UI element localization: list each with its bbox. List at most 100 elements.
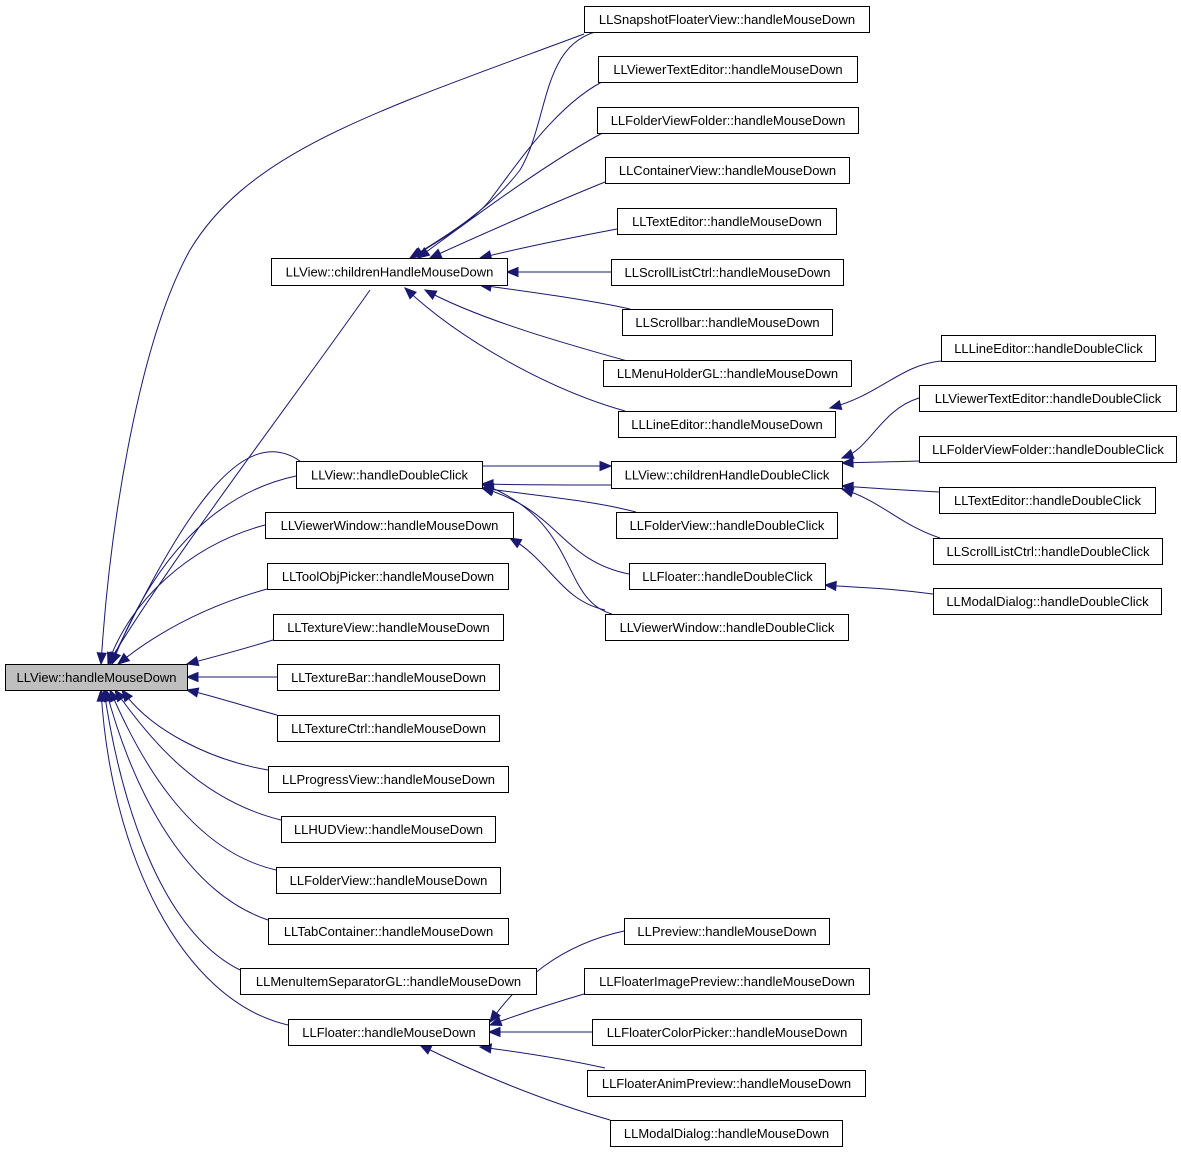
arrowhead-icon — [487, 1026, 501, 1038]
edge-line — [841, 488, 941, 539]
node-cvMD[interactable]: LLContainerView::handleMouseDown — [605, 157, 850, 184]
node-box — [933, 538, 1163, 565]
edge-fipMD-to-flMD — [488, 993, 585, 1026]
node-box — [618, 411, 836, 438]
node-fcpMD[interactable]: LLFloaterColorPicker::handleMouseDown — [592, 1019, 862, 1046]
edge-line — [109, 689, 277, 871]
node-box — [296, 461, 483, 489]
edge-vwDC-to-vwMD — [508, 537, 606, 611]
node-misMD[interactable]: LLMenuItemSeparatorGL::handleMouseDown — [240, 968, 537, 995]
node-box — [276, 867, 501, 894]
edge-line — [489, 993, 585, 1026]
node-box — [265, 512, 514, 539]
edge-tcMD-to-root — [185, 687, 278, 716]
node-vDC[interactable]: LLView::handleDoubleClick — [296, 461, 483, 489]
node-tcMD[interactable]: LLTextureCtrl::handleMouseDown — [277, 715, 500, 742]
node-vwDC[interactable]: LLViewerWindow::handleDoubleClick — [605, 614, 849, 641]
node-teDC[interactable]: LLTextEditor::handleDoubleClick — [939, 487, 1156, 514]
edge-line — [419, 1044, 611, 1121]
node-prMD[interactable]: LLPreview::handleMouseDown — [624, 918, 830, 945]
edge-line — [424, 289, 632, 363]
edge-line — [481, 483, 613, 615]
node-label: LLFolderView::handleMouseDown — [290, 873, 488, 888]
edge-line — [186, 639, 274, 665]
node-vteDC[interactable]: LLViewerTextEditor::handleDoubleClick — [919, 385, 1177, 412]
edge-line — [479, 1046, 606, 1069]
node-leDC[interactable]: LLLineEditor::handleDoubleClick — [941, 335, 1156, 362]
edge-mhMD-to-chMD — [423, 289, 632, 363]
node-label: LLFloaterImagePreview::handleMouseDown — [599, 974, 855, 989]
node-tvMD[interactable]: LLTextureView::handleMouseDown — [273, 614, 504, 641]
node-hudMD[interactable]: LLHUDView::handleMouseDown — [281, 816, 496, 843]
node-box — [629, 563, 826, 590]
node-box — [617, 208, 837, 235]
edge-chDC-to-vDC — [480, 479, 612, 490]
node-mdDC[interactable]: LLModalDialog::handleDoubleClick — [933, 588, 1162, 615]
arrowhead-icon — [488, 1016, 503, 1026]
node-box — [605, 614, 849, 641]
node-box — [941, 335, 1156, 362]
edge-line — [429, 179, 611, 259]
node-flMD[interactable]: LLFloater::handleMouseDown — [288, 1019, 490, 1046]
arrowhead-icon — [840, 487, 855, 498]
edge-cvMD-to-chMD — [428, 179, 611, 259]
node-sbMD[interactable]: LLScrollbar::handleMouseDown — [622, 309, 833, 336]
edge-snapMD-to-root — [96, 33, 585, 666]
node-label: LLViewerWindow::handleDoubleClick — [620, 620, 835, 635]
node-box — [598, 56, 858, 83]
node-mhMD[interactable]: LLMenuHolderGL::handleMouseDown — [603, 360, 852, 387]
node-leMD[interactable]: LLLineEditor::handleMouseDown — [618, 411, 836, 438]
node-label: LLLineEditor::handleMouseDown — [631, 417, 823, 432]
node-fvfDC[interactable]: LLFolderViewFolder::handleDoubleClick — [919, 436, 1177, 463]
edge-line — [109, 451, 301, 665]
arrowhead-icon — [116, 652, 131, 665]
node-tbMD[interactable]: LLTextureBar::handleMouseDown — [277, 664, 500, 691]
node-slcDC[interactable]: LLScrollListCtrl::handleDoubleClick — [933, 538, 1163, 565]
node-label: LLModalDialog::handleMouseDown — [624, 1126, 829, 1141]
node-tabMD[interactable]: LLTabContainer::handleMouseDown — [268, 918, 509, 945]
arrowhead-icon — [489, 1009, 502, 1024]
node-mdMD[interactable]: LLModalDialog::handleMouseDown — [610, 1120, 843, 1147]
node-slcMD[interactable]: LLScrollListCtrl::handleMouseDown — [611, 259, 844, 286]
node-label: LLTextEditor::handleMouseDown — [632, 214, 822, 229]
node-box — [603, 360, 852, 387]
edge-vwMD-to-root — [106, 524, 266, 666]
node-box — [919, 385, 1177, 412]
node-box — [605, 157, 850, 184]
edge-line — [417, 128, 611, 259]
node-vwMD[interactable]: LLViewerWindow::handleMouseDown — [265, 512, 514, 539]
node-flDC[interactable]: LLFloater::handleDoubleClick — [629, 563, 826, 590]
node-box — [584, 6, 870, 33]
node-snapMD[interactable]: LLSnapshotFloaterView::handleMouseDown — [584, 6, 870, 33]
arrowhead-icon — [840, 457, 854, 468]
edge-vDC-to-chMD — [109, 451, 301, 666]
node-chMD[interactable]: LLView::childrenHandleMouseDown — [271, 258, 508, 286]
edge-misMD-to-root — [100, 688, 241, 971]
node-label: LLToolObjPicker::handleMouseDown — [282, 569, 494, 584]
node-fvDC[interactable]: LLFolderView::handleDoubleClick — [616, 512, 838, 539]
node-label: LLViewerTextEditor::handleDoubleClick — [935, 391, 1162, 406]
node-box — [273, 614, 504, 641]
node-fvMD[interactable]: LLFolderView::handleMouseDown — [276, 867, 501, 894]
node-root[interactable]: LLView::handleMouseDown — [5, 664, 188, 691]
node-chDC[interactable]: LLView::childrenHandleDoubleClick — [611, 461, 843, 489]
node-label: LLProgressView::handleMouseDown — [282, 772, 495, 787]
node-label: LLScrollbar::handleMouseDown — [635, 315, 819, 330]
arrowhead-icon — [96, 652, 107, 666]
edge-line — [105, 689, 269, 921]
node-fapMD[interactable]: LLFloaterAnimPreview::handleMouseDown — [587, 1070, 866, 1097]
node-label: LLFloater::handleDoubleClick — [642, 569, 813, 584]
node-label: LLView::childrenHandleMouseDown — [286, 265, 494, 280]
node-teMD[interactable]: LLTextEditor::handleMouseDown — [617, 208, 837, 235]
edge-fvfDC-to-chDC — [840, 457, 920, 468]
node-pvMD[interactable]: LLProgressView::handleMouseDown — [268, 766, 509, 793]
edge-line — [489, 930, 625, 1023]
node-fvfMD[interactable]: LLFolderViewFolder::handleMouseDown — [597, 107, 859, 134]
node-vteMD[interactable]: LLViewerTextEditor::handleMouseDown — [598, 56, 858, 83]
node-topMD[interactable]: LLToolObjPicker::handleMouseDown — [267, 563, 509, 590]
node-label: LLViewerTextEditor::handleMouseDown — [613, 62, 842, 77]
node-box — [611, 461, 843, 489]
edge-line — [100, 33, 585, 665]
edge-line — [481, 487, 637, 513]
node-fipMD[interactable]: LLFloaterImagePreview::handleMouseDown — [584, 968, 870, 995]
